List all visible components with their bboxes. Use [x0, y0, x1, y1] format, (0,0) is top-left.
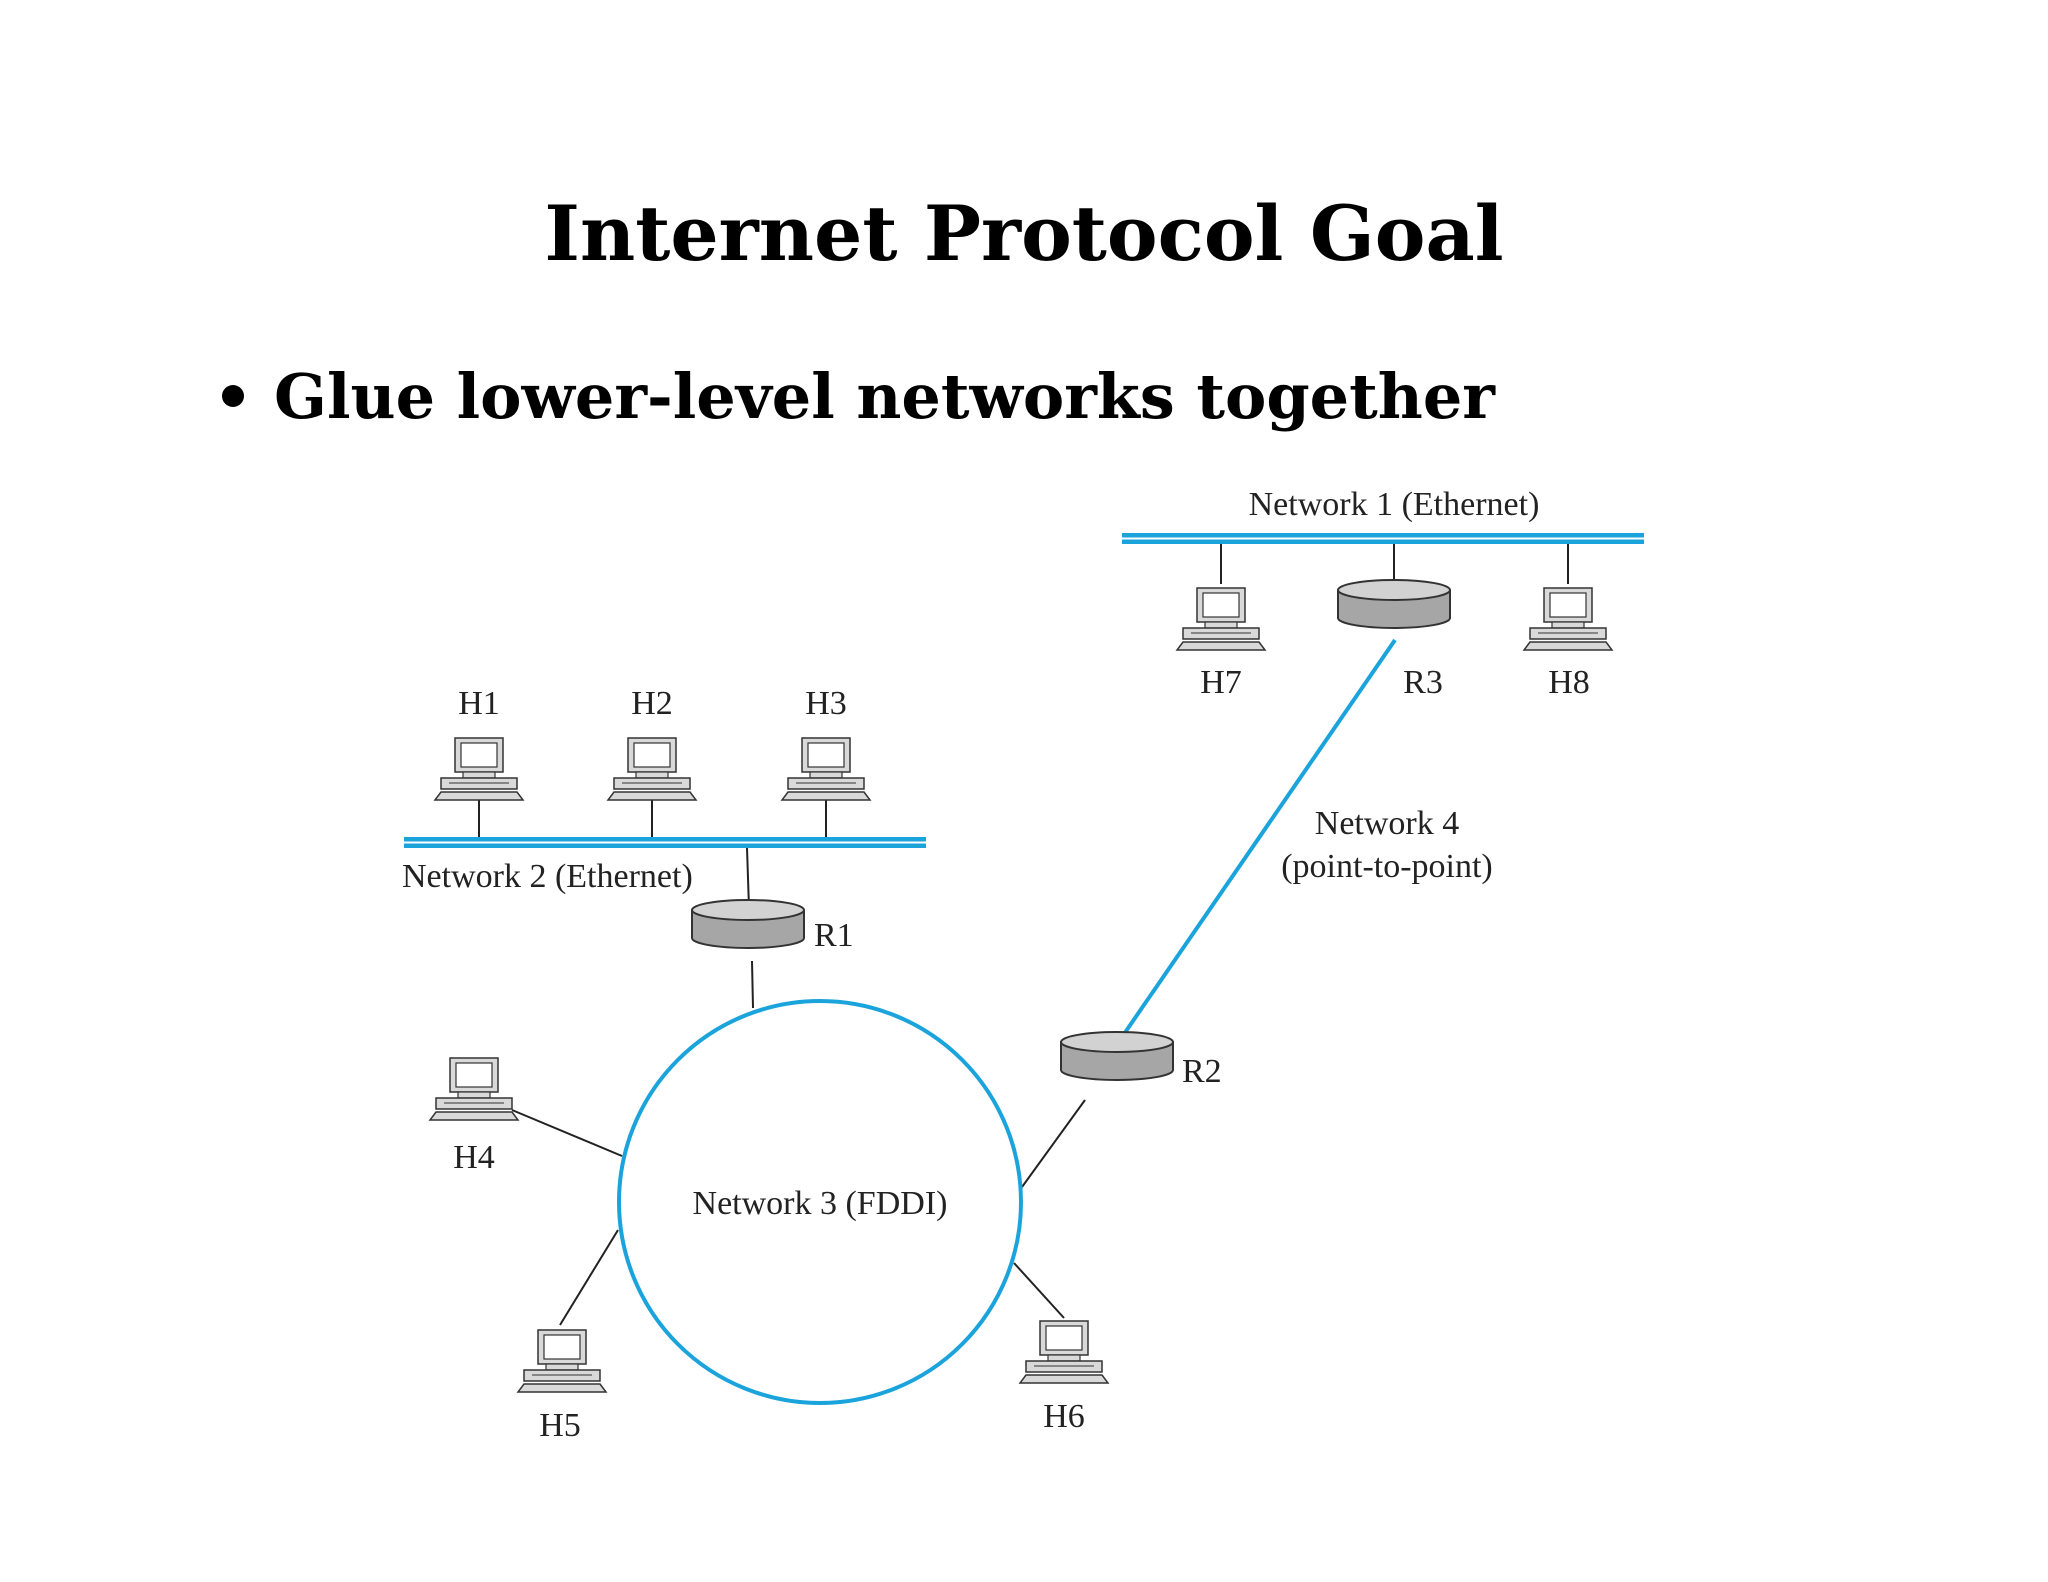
host-label: H7	[1200, 664, 1242, 701]
router-r3-router-icon	[1337, 579, 1451, 629]
ring-links	[511, 960, 1086, 1326]
host-label: H6	[1043, 1398, 1085, 1435]
network2-label: Network 2 (Ethernet)	[402, 858, 693, 895]
host-h4-computer-icon	[429, 1057, 519, 1121]
host-label: H1	[458, 685, 500, 722]
host-label: H8	[1548, 664, 1590, 701]
bullet-text: Glue lower-level networks together	[274, 360, 1495, 433]
network1-bus	[1122, 533, 1644, 544]
host-label: H3	[805, 685, 847, 722]
router-label: R3	[1403, 664, 1443, 701]
router-r2-router-icon	[1060, 1031, 1174, 1081]
host-h1-computer-icon	[434, 737, 524, 801]
network1-label: Network 1 (Ethernet)	[1249, 486, 1540, 523]
network2-bus	[404, 837, 926, 848]
host-label: H2	[631, 685, 673, 722]
host-label: H4	[453, 1139, 495, 1176]
host-h6-computer-icon	[1019, 1320, 1109, 1384]
network4-link	[1111, 638, 1397, 1052]
network2-drops	[478, 800, 827, 909]
network4-label: Network 4	[1315, 805, 1459, 842]
bullet-item: Glue lower-level networks together	[222, 366, 1495, 428]
host-h2-computer-icon	[607, 737, 697, 801]
network4-sublabel: (point-to-point)	[1281, 848, 1493, 885]
router-label: R2	[1182, 1053, 1222, 1090]
slide-title: Internet Protocol Goal	[544, 189, 1504, 278]
host-h8-computer-icon	[1523, 587, 1613, 651]
host-h5-computer-icon	[517, 1329, 607, 1393]
router-label: R1	[814, 917, 854, 954]
bullet-dot-icon	[222, 385, 244, 407]
network3-label: Network 3 (FDDI)	[693, 1185, 948, 1222]
host-h3-computer-icon	[781, 737, 871, 801]
network3-ring	[617, 999, 1023, 1405]
host-h7-computer-icon	[1176, 587, 1266, 651]
host-label: H5	[539, 1407, 581, 1444]
router-r1-router-icon	[691, 899, 805, 949]
